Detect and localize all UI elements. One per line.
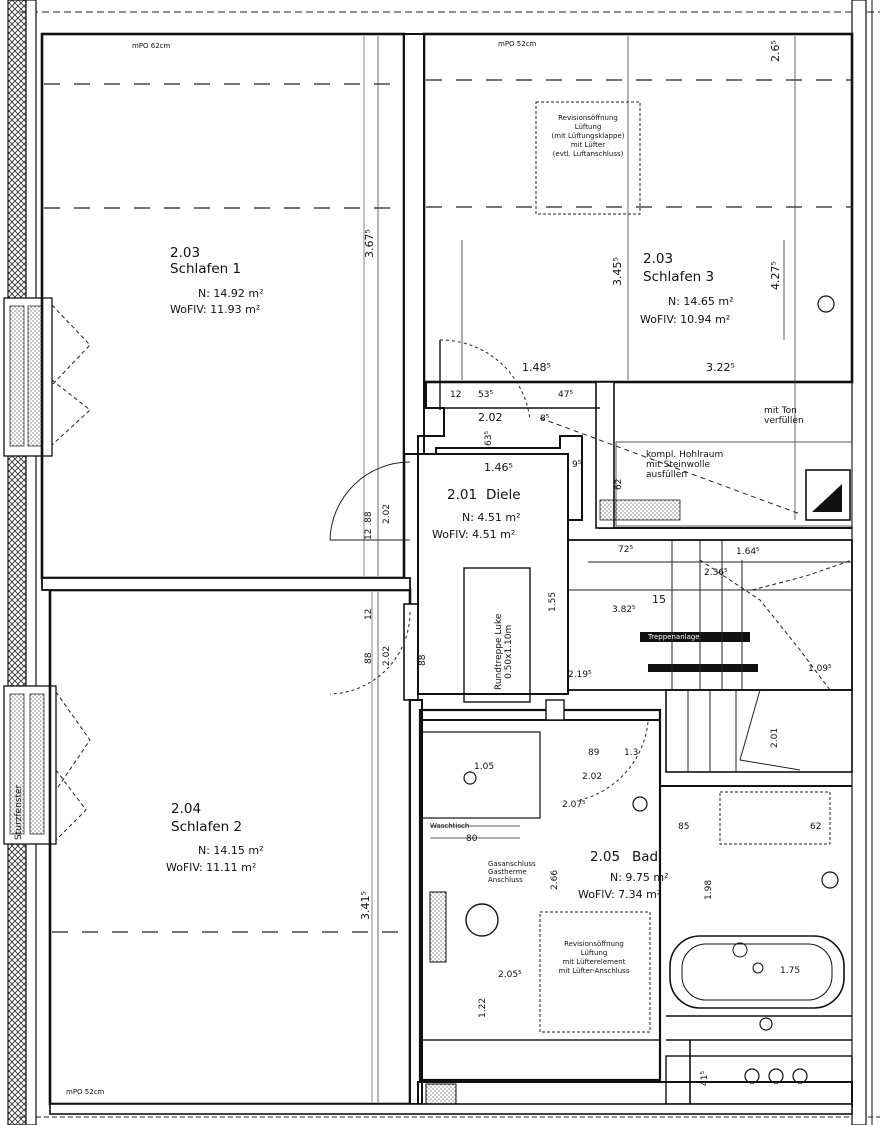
dim-85: 85: [678, 822, 690, 832]
note-gas: Gasanschluss Gastherme Anschluss: [488, 860, 536, 884]
note-sturzfenster: Sturzfenster: [14, 784, 24, 840]
dim-2-02-v1: 2.02: [382, 503, 392, 524]
dim-1-64: 1.64⁵: [736, 547, 760, 557]
dim-80: 80: [466, 834, 478, 844]
dim-1-75: 1.75: [780, 966, 801, 976]
room-name-schlafen1: Schlafen 1: [170, 261, 242, 277]
room-schlafen3: [422, 32, 854, 384]
room-area-n-bad: N: 9.75 m²: [610, 871, 669, 884]
room-area-wofl-schlafen1: WoFlV: 11.93 m²: [170, 303, 261, 316]
dim-2-02-v2: 2.02: [382, 645, 392, 666]
room-name-bad: Bad: [632, 849, 659, 865]
chimney-box: [805, 469, 851, 521]
dim-2-66: 2.66: [550, 869, 560, 890]
dim-schlafen3-height: 3.45⁵: [611, 257, 624, 286]
room-number-schlafen3: 2.03: [643, 251, 674, 267]
dim-47: 47⁵: [558, 390, 574, 400]
door-bad: [579, 721, 649, 801]
left-inner-wall: [25, 0, 37, 1125]
dim-41: 41⁵: [700, 1070, 710, 1086]
dim-2-01: 2.01: [770, 727, 780, 748]
room-name-diele: Diele: [486, 487, 521, 503]
dim-12: 12: [450, 390, 462, 400]
dim-diele-width: 1.46⁵: [484, 461, 513, 474]
note-klappe-bad: Revisionsöffnung Lüftung mit Lüftereleme…: [558, 940, 630, 975]
dim-15: 15: [652, 593, 666, 606]
dim-2-05: 2.05⁵: [498, 970, 522, 980]
attic-hatch: [463, 567, 531, 703]
dim-62: 62: [614, 478, 624, 490]
dim-2-36: 2.36⁵: [704, 568, 728, 578]
dim-63: 63⁵: [484, 430, 494, 446]
dim-3-82: 3.82⁵: [612, 605, 636, 615]
room-number-diele: 2.01: [447, 487, 478, 503]
door-schlafen3: [439, 339, 531, 421]
room-area-wofl-bad: WoFlV: 7.34 m²: [578, 888, 662, 901]
dim-1-05: 1.05: [474, 762, 495, 772]
note-verfuellen: mit Ton verfüllen: [764, 406, 804, 426]
room-number-bad: 2.05: [590, 849, 621, 865]
room-area-wofl-schlafen3: WoFlV: 10.94 m²: [640, 313, 731, 326]
dim-1-98: 1.98: [704, 879, 714, 900]
dim-9: 9⁵: [572, 460, 582, 470]
note-mpo-top-right: mPO 52cm: [498, 40, 537, 48]
room-area-wofl-schlafen2: WoFlV: 11.11 m²: [166, 861, 257, 874]
dim-2-07: 2.07⁵: [562, 800, 586, 810]
dim-88b: 88: [418, 654, 428, 666]
room-area-wofl-diele: WoFlV: 4.51 m²: [432, 528, 516, 541]
dim-schlafen3-width: 3.22⁵: [706, 361, 735, 374]
klappe-top-box: [535, 101, 641, 215]
room-name-schlafen2: Schlafen 2: [171, 819, 243, 835]
bathtub: [669, 935, 845, 1009]
room-name-schlafen3: Schlafen 3: [643, 269, 715, 285]
dim-1-3: 1.3: [624, 748, 639, 758]
dim-53: 53⁵: [478, 390, 494, 400]
dim-corridor-width: 2.02: [478, 411, 503, 424]
note-mpo-top-left: mPO 62cm: [132, 42, 171, 50]
dim-12-88: 12 .88: [364, 511, 374, 540]
note-bad-small: Waschtisch: [430, 822, 470, 830]
dim-1-22: 1.22: [478, 997, 488, 1018]
dim-2-19: 2.19⁵: [568, 670, 592, 680]
dim-72: 72⁵: [618, 545, 634, 555]
room-area-n-diele: N: 4.51 m²: [462, 511, 521, 524]
dim-62b: 62: [810, 822, 822, 832]
note-stair: Treppenanlage: [648, 633, 700, 641]
note-attic-hatch: Rundtreppe Luke 0.50x1.10m: [494, 613, 514, 690]
dim-1-09: 1.09⁵: [808, 664, 832, 674]
dim-schlafen1-height: 3.67⁵: [363, 229, 376, 258]
dim-8: 8⁵: [540, 414, 550, 424]
dim-schlafen2-height: 3.41⁵: [359, 891, 372, 920]
room-number-schlafen1: 2.03: [170, 245, 201, 261]
note-hohlraum: kompl. Hohlraum mit Steinwolle ausfüllen: [646, 450, 724, 480]
door-schlafen2: [329, 611, 411, 695]
right-exterior-wall: [851, 0, 867, 1125]
room-area-n-schlafen2: N: 14.15 m²: [198, 844, 264, 857]
room-number-schlafen2: 2.04: [171, 801, 202, 817]
dim-2-02-bad: 2.02: [582, 772, 603, 782]
dim-89: 89: [588, 748, 600, 758]
room-area-n-schlafen1: N: 14.92 m²: [198, 287, 264, 300]
dim-schlafen3-depth: 4.27⁵: [769, 261, 782, 290]
dim-12b: 12: [364, 608, 374, 620]
dim-1-55: 1.55: [548, 591, 558, 612]
room-area-n-schlafen3: N: 14.65 m²: [668, 295, 734, 308]
dim-door-swing: 1.48⁵: [522, 361, 551, 374]
note-mpo-bottom: mPO 52cm: [66, 1088, 105, 1096]
note-klappe-top: Revisionsöffnung Lüftung (mit Lüftungskl…: [551, 114, 625, 158]
left-exterior-wall: [7, 0, 27, 1125]
dim-88: 88: [364, 652, 374, 664]
door-schlafen1: [329, 461, 411, 541]
dim-top-right: 2.6⁵: [769, 40, 782, 62]
